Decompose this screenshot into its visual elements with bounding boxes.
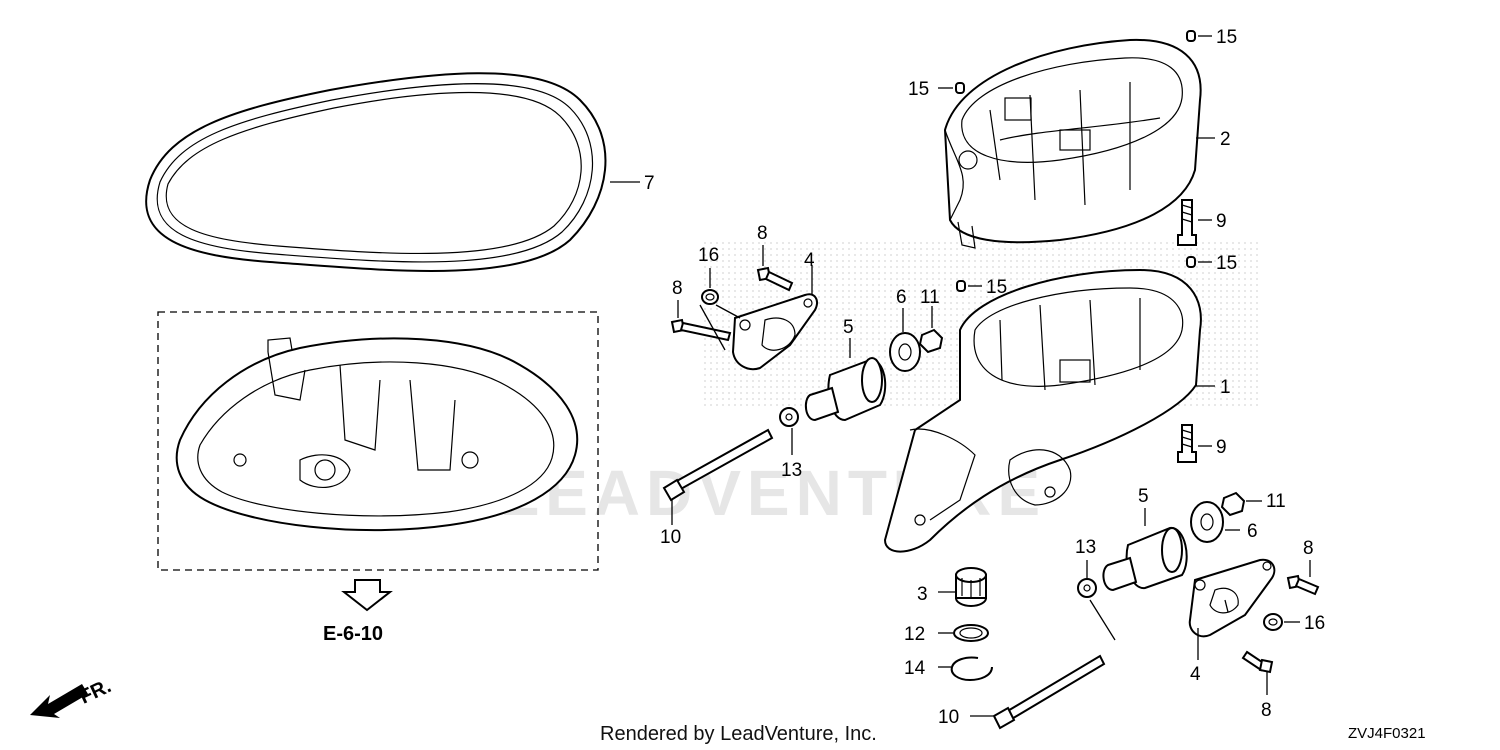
reference-label[interactable]: E-6-10 bbox=[323, 623, 383, 645]
part-5-mount-lower[interactable] bbox=[1102, 508, 1188, 592]
diagram-code: ZVJ4F0321 bbox=[1348, 725, 1426, 742]
callout-8c: 8 bbox=[1303, 538, 1314, 559]
callout-14: 14 bbox=[904, 658, 926, 679]
callout-4a: 4 bbox=[804, 250, 815, 271]
direction-label: FR. bbox=[76, 675, 114, 709]
part-9-bolt-lower[interactable] bbox=[1177, 424, 1212, 463]
callout-13b: 13 bbox=[1075, 537, 1096, 558]
callout-16b: 16 bbox=[1304, 613, 1325, 634]
part-9-bolt-upper[interactable] bbox=[1177, 199, 1212, 246]
part-5-mount-upper[interactable] bbox=[804, 338, 887, 422]
callout-1: 1 bbox=[1220, 377, 1231, 398]
callout-11a: 11 bbox=[920, 287, 940, 308]
callout-5b: 5 bbox=[1138, 486, 1149, 507]
part-8-bolt-right-b[interactable] bbox=[1241, 650, 1274, 695]
part-1-lower-case[interactable] bbox=[883, 268, 1215, 553]
callout-7: 7 bbox=[644, 173, 655, 194]
callout-15b: 15 bbox=[908, 79, 929, 100]
callout-9b: 9 bbox=[1216, 437, 1227, 458]
part-4-bracket-right[interactable] bbox=[1188, 558, 1276, 660]
callout-6b: 6 bbox=[1247, 521, 1258, 542]
part-11-nut-lower[interactable] bbox=[1220, 491, 1262, 517]
part-15-dowels[interactable] bbox=[938, 30, 1212, 292]
callout-5a: 5 bbox=[843, 317, 854, 338]
callout-10a: 10 bbox=[660, 527, 681, 548]
callout-8a: 8 bbox=[757, 223, 768, 244]
callout-12: 12 bbox=[904, 624, 925, 645]
part-4-bracket-left[interactable] bbox=[731, 265, 818, 371]
footer-credit: Rendered by LeadVenture, Inc. bbox=[600, 723, 877, 745]
part-13-washer-lower[interactable] bbox=[1077, 560, 1116, 641]
callout-16a: 16 bbox=[698, 245, 719, 266]
callout-2: 2 bbox=[1220, 129, 1231, 150]
reference-box[interactable] bbox=[157, 311, 599, 571]
callout-9a: 9 bbox=[1216, 211, 1227, 232]
callout-6a: 6 bbox=[896, 287, 907, 308]
part-6-washer-upper[interactable] bbox=[889, 308, 921, 372]
callout-11b: 11 bbox=[1266, 491, 1286, 512]
callouts: 1 2 3 4 4 5 5 6 6 7 8 8 8 8 9 9 10 10 11… bbox=[644, 27, 1325, 728]
part-13-washer-upper[interactable] bbox=[779, 407, 799, 455]
callout-8d: 8 bbox=[1261, 700, 1272, 721]
part-14-circlip[interactable] bbox=[938, 656, 993, 682]
part-6-washer-lower[interactable] bbox=[1190, 501, 1240, 543]
part-12-ring[interactable] bbox=[938, 624, 989, 642]
callout-15d: 15 bbox=[986, 277, 1007, 298]
callout-3: 3 bbox=[917, 584, 928, 605]
part-16-cap-right[interactable] bbox=[1263, 613, 1300, 631]
part-3-collar[interactable] bbox=[938, 567, 987, 607]
part-11-nut-upper[interactable] bbox=[918, 306, 944, 354]
reference-arrow bbox=[341, 579, 393, 612]
callout-10b: 10 bbox=[938, 707, 959, 728]
callout-13a: 13 bbox=[781, 460, 802, 481]
callout-4b: 4 bbox=[1190, 664, 1201, 685]
callout-15a: 15 bbox=[1216, 27, 1237, 48]
front-direction-arrow: FR. bbox=[30, 675, 115, 718]
part-16-cap-left[interactable] bbox=[699, 268, 741, 351]
part-7-seal[interactable] bbox=[145, 72, 640, 272]
part-8-bolt-right-a[interactable] bbox=[1286, 560, 1320, 596]
part-10-bolt-lower[interactable] bbox=[970, 654, 1106, 730]
part-2-upper-case[interactable] bbox=[943, 38, 1215, 249]
callout-15c: 15 bbox=[1216, 253, 1237, 274]
part-8-bolt-left-b[interactable] bbox=[756, 245, 794, 292]
part-10-bolt-upper[interactable] bbox=[662, 428, 774, 525]
callout-8b: 8 bbox=[672, 278, 683, 299]
